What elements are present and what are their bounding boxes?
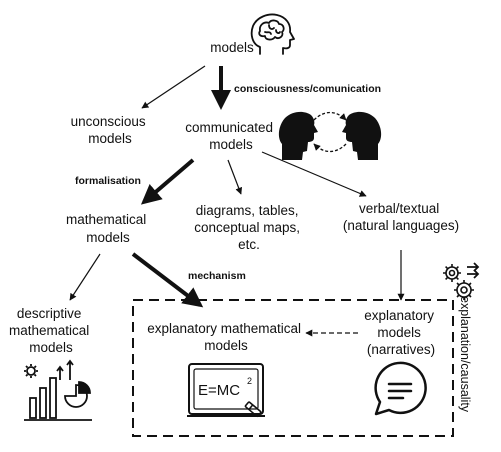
node-communicated-line2: models <box>209 137 253 152</box>
node-diagrams: diagrams, tables, conceptual maps, etc. <box>194 203 304 252</box>
node-descriptive-models: descriptive mathematical models <box>9 306 93 355</box>
equation-text: E=MC <box>198 382 240 399</box>
node-narratives-line1: explanatory <box>364 308 434 323</box>
edge-label-mechanism: mechanism <box>188 270 246 282</box>
node-mathematical-models: mathematical models <box>66 212 150 245</box>
two-heads-communicating-icon <box>278 111 382 160</box>
node-descriptive-line1: descriptive <box>17 306 82 321</box>
node-narratives-line2: models <box>377 325 421 340</box>
node-diagrams-line1: diagrams, tables, <box>196 203 299 218</box>
node-explanatory-math-line2: models <box>204 338 248 353</box>
gears-arrow-icon <box>443 262 480 300</box>
brain-head-icon <box>250 13 295 55</box>
equation-superscript: 2 <box>247 376 252 386</box>
node-models: models <box>210 40 254 55</box>
speech-bubble-icon <box>374 361 427 416</box>
node-descriptive-line2: mathematical <box>9 323 89 338</box>
node-mathematical-line2: models <box>86 230 130 245</box>
node-narratives-line3: (narratives) <box>367 342 435 357</box>
side-label-explanation-causality: explanation/causality <box>458 296 472 413</box>
node-unconscious-line2: models <box>88 131 132 146</box>
node-mathematical-line1: mathematical <box>66 212 146 227</box>
node-diagrams-line3: etc. <box>238 237 260 252</box>
node-unconscious-line1: unconscious <box>71 114 146 129</box>
node-explanatory-narratives: explanatory models (narratives) <box>364 308 438 357</box>
explanation-box <box>132 299 454 437</box>
node-explanatory-math-line1: explanatory mathematical <box>147 321 301 336</box>
node-explanatory-mathematical-models: explanatory mathematical models <box>147 321 305 353</box>
edge-label-consciousness: consciousness/comunication <box>234 83 381 95</box>
node-unconscious-models: unconscious models <box>71 114 150 146</box>
arrow-mathematical-to-descriptive <box>69 253 101 301</box>
arrow-mechanism <box>131 252 204 308</box>
arrow-communicated-to-verbal <box>261 151 367 197</box>
arrow-models-to-unconscious <box>141 65 206 109</box>
arrow-communicated-to-mathematical <box>140 158 195 205</box>
node-communicated-line1: communicated <box>185 120 273 135</box>
node-verbal-line2: (natural languages) <box>343 218 459 233</box>
arrow-communicated-to-diagrams <box>227 159 243 195</box>
node-verbal-line1: verbal/textual <box>359 201 439 216</box>
node-communicated-models: communicated models <box>185 120 277 152</box>
node-diagrams-line2: conceptual maps, <box>194 220 300 235</box>
edge-label-formalisation: formalisation <box>75 175 141 187</box>
node-descriptive-line3: models <box>29 340 73 355</box>
node-verbal-textual: verbal/textual (natural languages) <box>343 201 459 233</box>
blackboard-equation-icon: E=MC 2 <box>187 363 265 417</box>
bar-chart-analytics-icon <box>24 359 92 421</box>
